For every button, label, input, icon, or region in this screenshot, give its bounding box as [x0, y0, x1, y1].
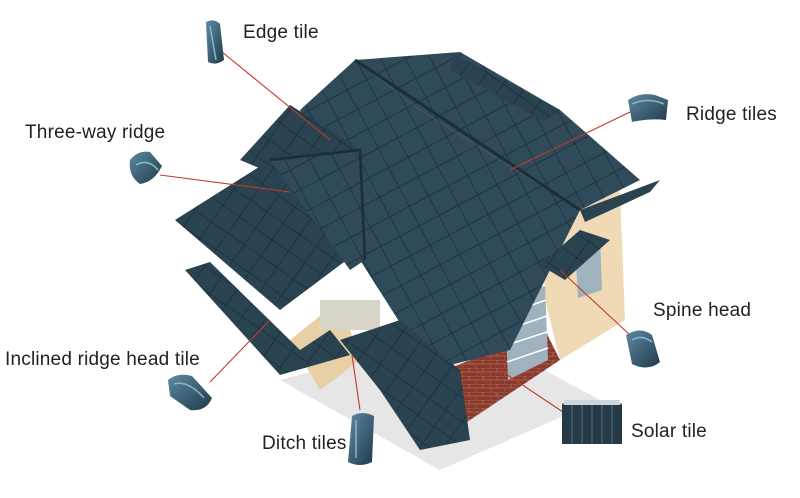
- leader-edge-tile: [221, 51, 331, 141]
- leader-inclined-ridge: [209, 319, 271, 383]
- label-ditch-tiles: Ditch tiles: [262, 433, 347, 454]
- solar-tile-icon: [562, 400, 622, 444]
- leader-lines: [159, 51, 631, 419]
- ridge-tiles-icon: [628, 94, 668, 122]
- leader-ditch-tiles: [351, 354, 361, 411]
- label-edge-tile: Edge tile: [243, 22, 319, 43]
- label-solar-tile: Solar tile: [631, 421, 707, 442]
- ditch-tiles-icon: [348, 413, 374, 465]
- label-spine-head: Spine head: [653, 300, 752, 321]
- edge-tile-icon: [206, 20, 224, 64]
- leader-ridge-tiles: [509, 111, 631, 171]
- leader-three-way-ridge: [159, 174, 291, 193]
- three-way-ridge-icon: [129, 151, 162, 184]
- label-ridge-tiles: Ridge tiles: [686, 104, 777, 125]
- label-three-way-ridge: Three-way ridge: [25, 122, 166, 143]
- house-roof: [175, 52, 660, 450]
- leader-solar-tile: [499, 369, 573, 419]
- spine-head-icon: [626, 330, 660, 368]
- leader-spine-head: [559, 269, 631, 336]
- inclined-ridge-head-tile-icon: [168, 374, 212, 411]
- label-inclined-ridge-head-tile: Inclined ridge head tile: [5, 349, 200, 370]
